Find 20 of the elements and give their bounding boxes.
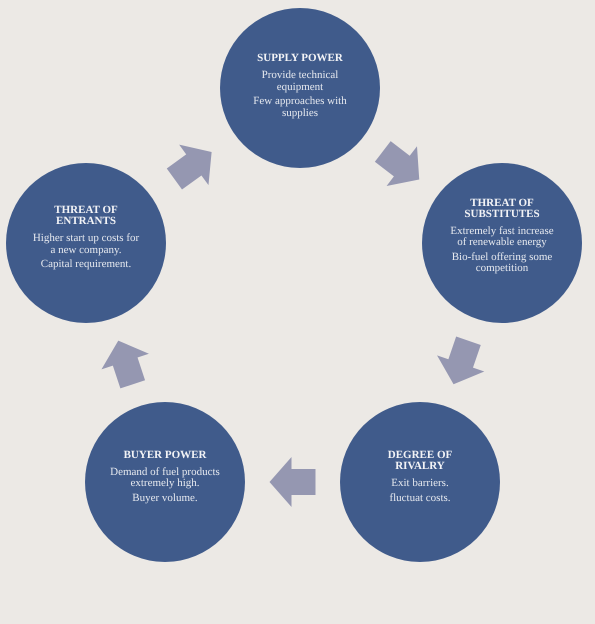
node-text: Exit barriers. xyxy=(391,478,449,490)
block-arrow xyxy=(166,144,212,190)
node-title: THREAT OF ENTRANTS xyxy=(53,205,119,228)
block-arrow xyxy=(374,141,420,186)
node-text: Higher start up costs for a new company. xyxy=(32,233,140,256)
node-text: Buyer volume. xyxy=(132,492,198,504)
node-title: BUYER POWER xyxy=(124,450,206,461)
node-title: DEGREE OF RIVALRY xyxy=(386,450,454,472)
node-text: Capital requirement. xyxy=(40,259,132,271)
block-arrow xyxy=(437,336,484,384)
block-arrow xyxy=(270,457,316,507)
node-text: Extremely fast increase of renewable energy xyxy=(449,226,555,248)
node-text: Provide technical equipment xyxy=(260,70,340,93)
node-text: fluctuat costs. xyxy=(389,492,451,504)
block-arrow xyxy=(101,340,149,388)
node-title: SUPPLY POWER xyxy=(257,53,343,64)
node-title: THREAT OF SUBSTITUTES xyxy=(463,198,541,220)
node-text: Demand of fuel products extremely high. xyxy=(110,466,220,490)
node-text: Few approaches with supplies xyxy=(252,96,348,119)
node-text: Bio-fuel offering some competition xyxy=(450,252,554,274)
